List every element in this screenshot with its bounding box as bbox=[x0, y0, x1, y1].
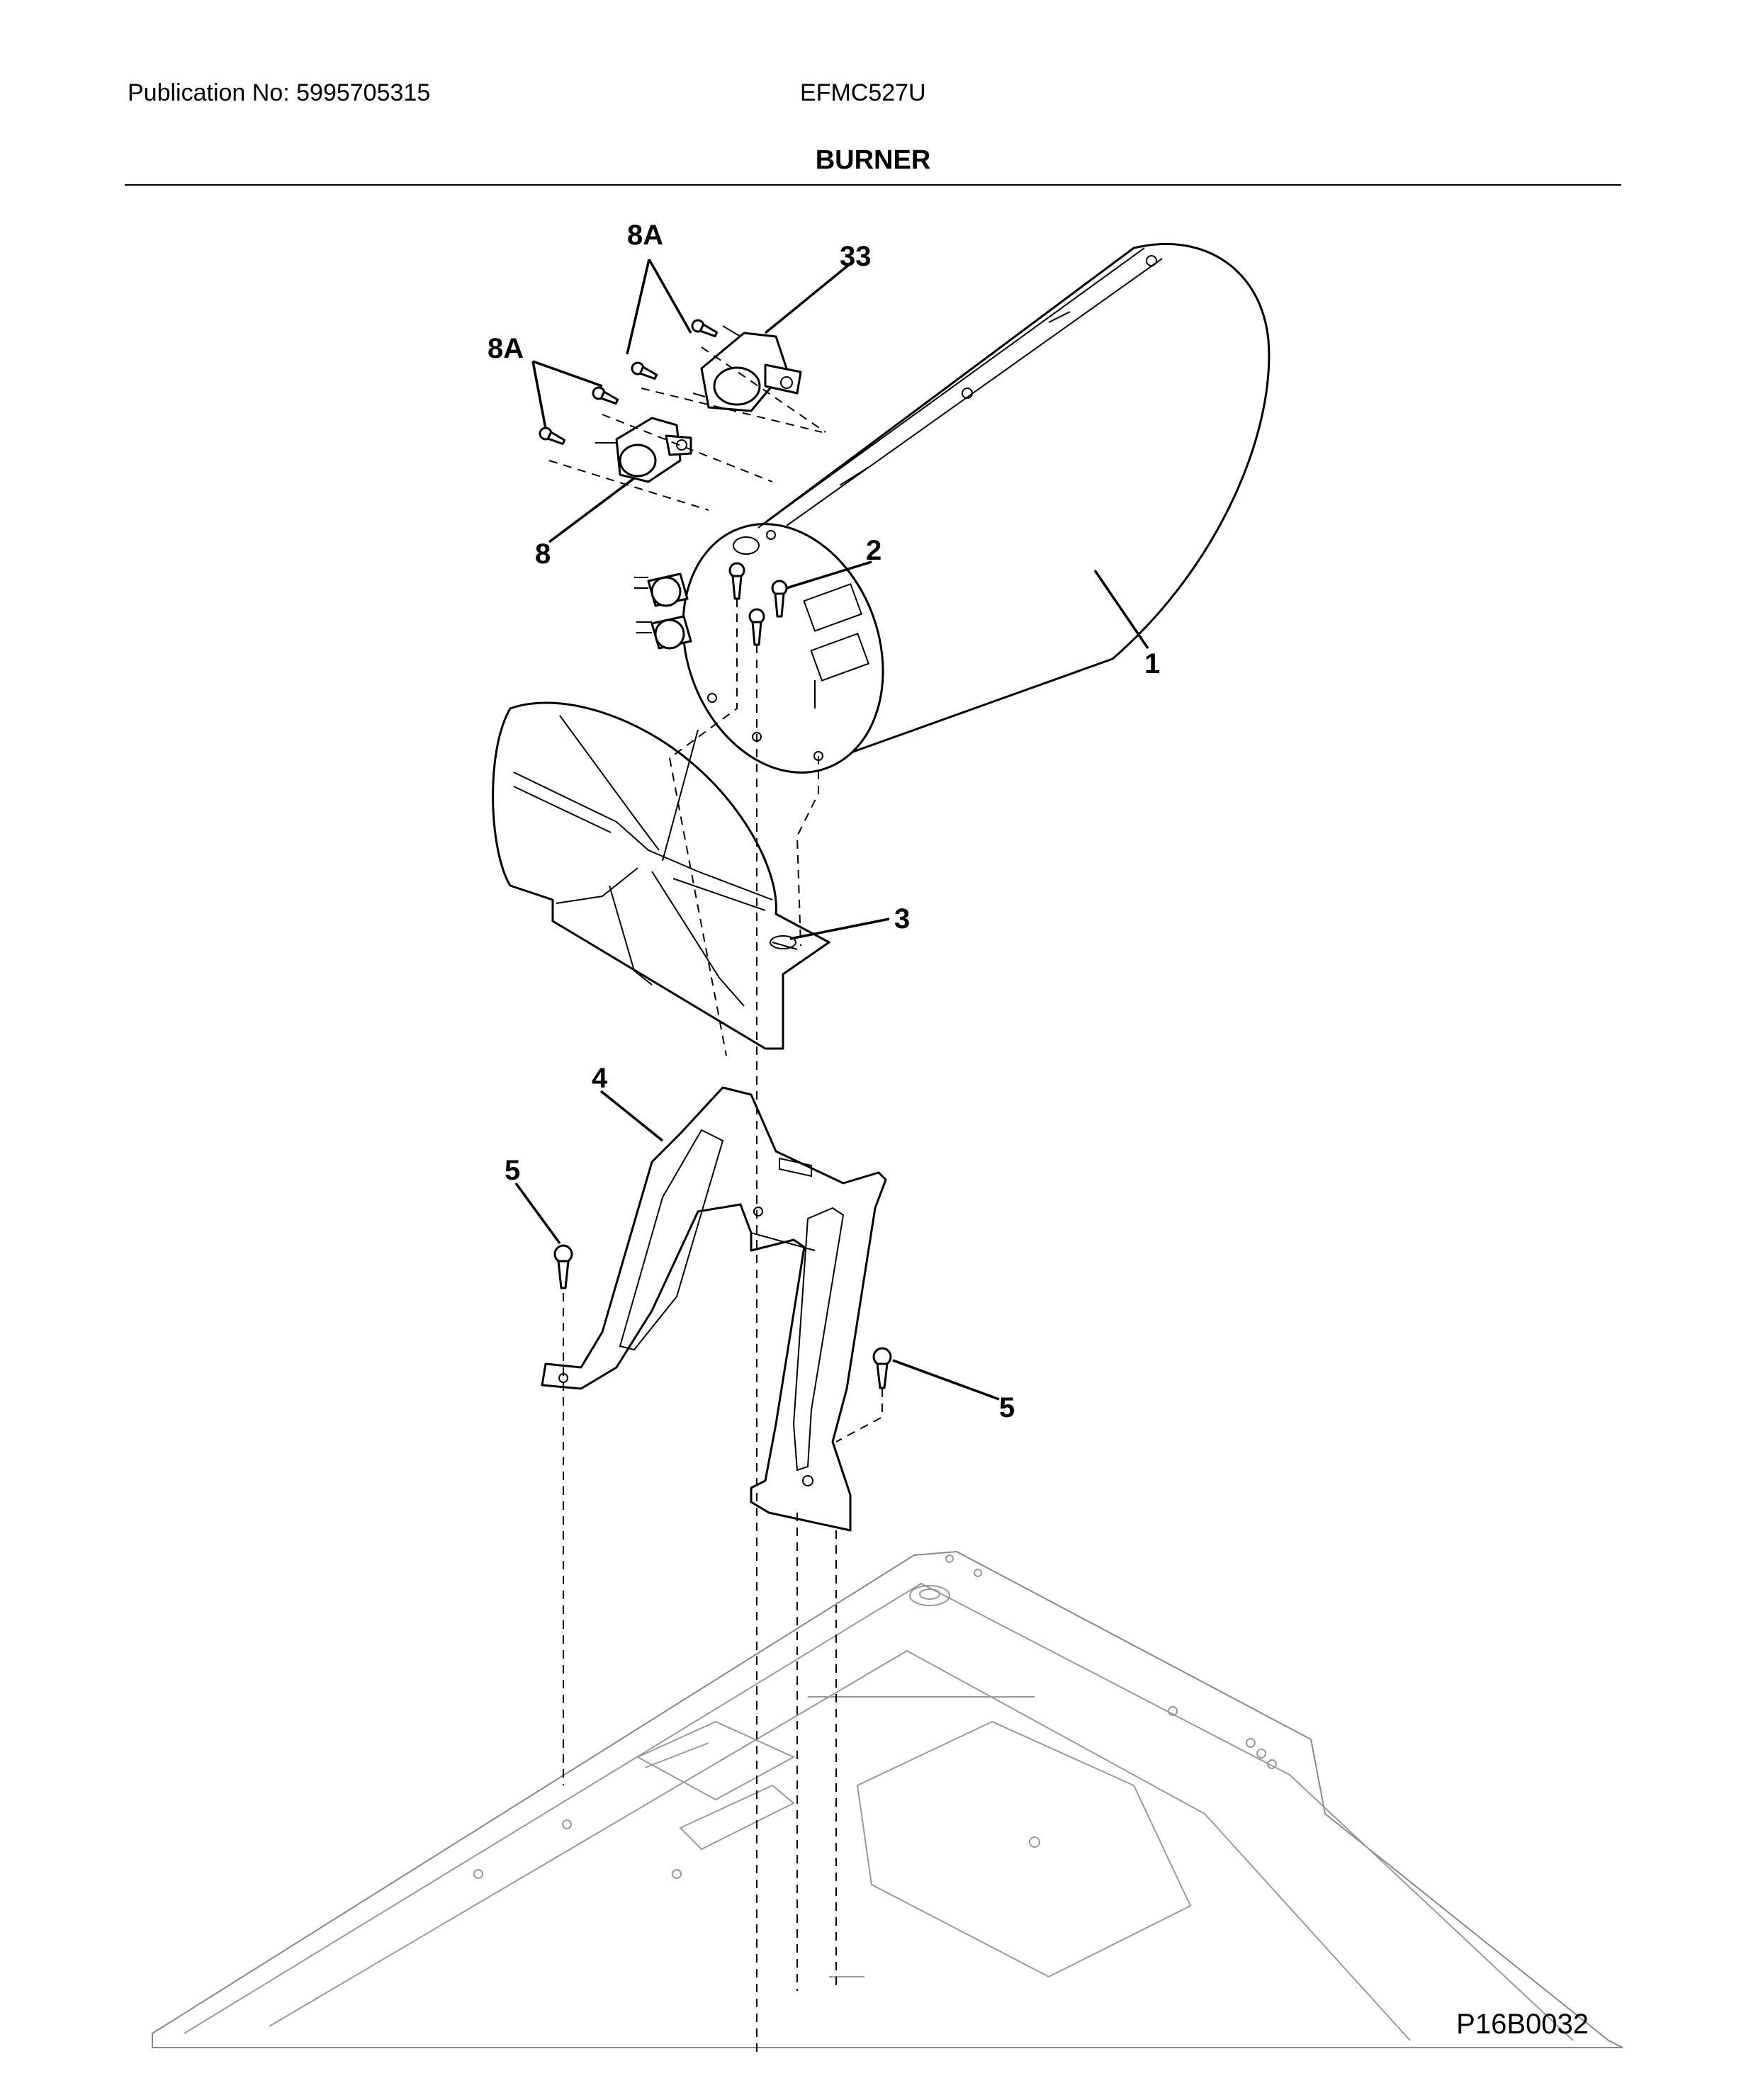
diagram-code: P16B0032 bbox=[1456, 2009, 1589, 2040]
callout-1: 1 bbox=[1144, 648, 1160, 679]
callout-8a-left: 8A bbox=[488, 333, 524, 364]
callout-4: 4 bbox=[592, 1063, 608, 1094]
header-divider bbox=[125, 184, 1621, 186]
bracket-screws-5 bbox=[553, 1244, 892, 1389]
model-number: EFMC527U bbox=[800, 79, 926, 106]
callout-3: 3 bbox=[894, 903, 910, 935]
callout-8: 8 bbox=[535, 538, 551, 570]
burner-bracket-4 bbox=[541, 1086, 887, 1532]
leader-lines bbox=[514, 259, 1149, 1401]
screws-8a bbox=[539, 319, 719, 446]
callout-5-left: 5 bbox=[505, 1155, 520, 1186]
burner-tube bbox=[634, 242, 1271, 774]
callout-33: 33 bbox=[840, 241, 872, 272]
end-screws bbox=[728, 562, 788, 646]
hi-limit-thermostat-8 bbox=[595, 417, 692, 483]
publication-number: Publication No: 5995705315 bbox=[128, 79, 431, 106]
diagram-title: BURNER bbox=[815, 145, 931, 175]
callout-5-right: 5 bbox=[999, 1392, 1015, 1423]
heat-shield-3 bbox=[492, 701, 830, 1050]
alignment-lines bbox=[548, 346, 883, 2055]
thermostat-33 bbox=[692, 325, 802, 412]
callout-2: 2 bbox=[866, 535, 882, 566]
callout-8a-top: 8A bbox=[627, 220, 663, 251]
dryer-base-outline bbox=[152, 1550, 1623, 2048]
callout-numbers: 8A 33 8A 8 2 1 3 4 5 5 bbox=[488, 220, 1160, 1423]
